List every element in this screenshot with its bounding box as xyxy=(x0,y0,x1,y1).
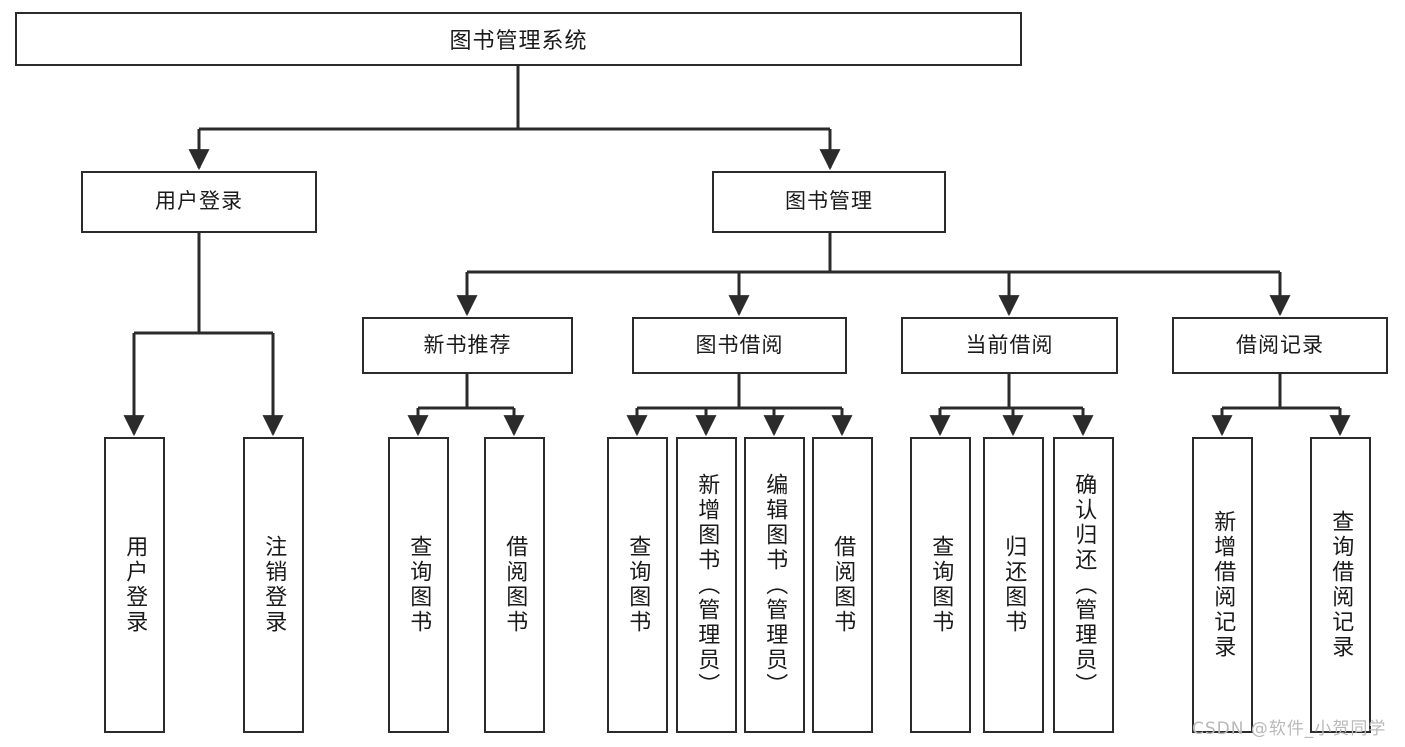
node-leaf-borrow-book-2[interactable]: 借阅图书 xyxy=(812,437,873,733)
node-book-manage[interactable]: 图书管理 xyxy=(712,171,946,233)
node-user-login[interactable]: 用户登录 xyxy=(81,171,317,233)
csdn-watermark: CSDN @软件_小贺同学 xyxy=(1192,719,1387,739)
node-leaf-add-record[interactable]: 新增借阅记录 xyxy=(1192,437,1253,733)
node-leaf-edit-book[interactable]: 编辑图书（管理员） xyxy=(744,437,805,733)
node-leaf-add-record-label: 新增借阅记录 xyxy=(1210,510,1236,660)
node-new-book-rec[interactable]: 新书推荐 xyxy=(362,317,573,374)
node-leaf-logout-label: 注销登录 xyxy=(261,535,287,635)
node-leaf-add-book-label: 新增图书（管理员） xyxy=(694,472,720,698)
node-leaf-query-book-2-label: 查询图书 xyxy=(625,535,651,635)
node-current-borrow[interactable]: 当前借阅 xyxy=(901,317,1118,374)
node-leaf-borrow-book-1[interactable]: 借阅图书 xyxy=(484,437,545,733)
node-leaf-borrow-book-2-label: 借阅图书 xyxy=(830,535,856,635)
node-leaf-query-book-1-label: 查询图书 xyxy=(406,535,432,635)
node-leaf-query-book-1[interactable]: 查询图书 xyxy=(388,437,449,733)
node-leaf-borrow-book-1-label: 借阅图书 xyxy=(502,535,528,635)
node-current-borrow-label: 当前借阅 xyxy=(965,332,1054,357)
node-leaf-query-record[interactable]: 查询借阅记录 xyxy=(1310,437,1371,733)
node-leaf-return-book[interactable]: 归还图书 xyxy=(983,437,1044,733)
node-leaf-user-login-label: 用户登录 xyxy=(122,535,148,635)
node-leaf-user-login[interactable]: 用户登录 xyxy=(104,437,165,733)
node-new-book-rec-label: 新书推荐 xyxy=(423,332,512,357)
node-leaf-add-book[interactable]: 新增图书（管理员） xyxy=(676,437,737,733)
node-leaf-query-record-label: 查询借阅记录 xyxy=(1328,510,1354,660)
node-user-login-label: 用户登录 xyxy=(155,189,243,214)
node-leaf-query-book-3[interactable]: 查询图书 xyxy=(910,437,971,733)
node-leaf-confirm-return-label: 确认归还（管理员） xyxy=(1071,472,1097,698)
node-book-borrow-label: 图书借阅 xyxy=(695,332,784,357)
node-root-label: 图书管理系统 xyxy=(449,29,588,54)
node-leaf-logout[interactable]: 注销登录 xyxy=(243,437,304,733)
node-leaf-query-book-3-label: 查询图书 xyxy=(928,535,954,635)
node-borrow-record-label: 借阅记录 xyxy=(1236,332,1324,357)
node-leaf-return-book-label: 归还图书 xyxy=(1001,535,1027,635)
node-borrow-record[interactable]: 借阅记录 xyxy=(1172,317,1388,374)
node-leaf-edit-book-label: 编辑图书（管理员） xyxy=(762,472,788,698)
node-leaf-query-book-2[interactable]: 查询图书 xyxy=(607,437,668,733)
node-book-borrow[interactable]: 图书借阅 xyxy=(632,317,847,374)
node-leaf-confirm-return[interactable]: 确认归还（管理员） xyxy=(1053,437,1114,733)
node-book-manage-label: 图书管理 xyxy=(785,189,873,214)
node-root-system[interactable]: 图书管理系统 xyxy=(15,12,1022,66)
